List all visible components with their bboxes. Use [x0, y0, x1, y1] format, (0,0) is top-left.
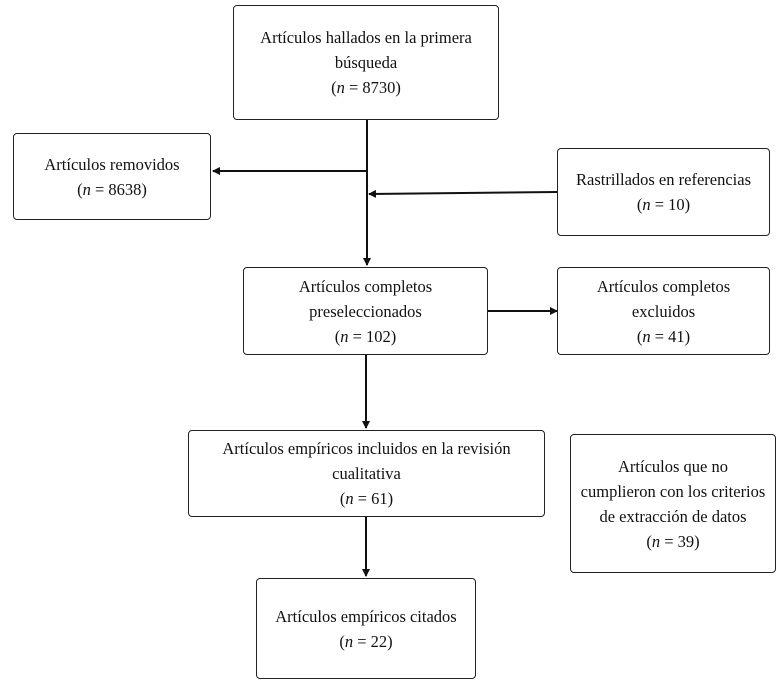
box-preselected-line-2: preseleccionados — [309, 301, 422, 321]
box-removed: Artículos removidos (n = 8638) — [13, 133, 211, 220]
box-references: Rastrillados en referencias (n = 10) — [557, 148, 770, 236]
box-initial-search: Artículos hallados en la primera búsqued… — [233, 5, 499, 120]
box-cited-line-1: Artículos empíricos citados — [275, 606, 457, 626]
box-not-meeting-line-2: cumplieron con los criterios — [580, 481, 766, 501]
box-cited-count: (n = 22) — [339, 631, 393, 651]
box-preselected: Artículos completos preseleccionados (n … — [243, 267, 488, 355]
box-preselected-line-1: Artículos completos — [298, 276, 433, 296]
box-not-meeting-criteria: Artículos que no cumplieron con los crit… — [570, 434, 776, 573]
box-cited: Artículos empíricos citados (n = 22) — [256, 578, 476, 679]
box-excluded: Artículos completos excluidos (n = 41) — [557, 267, 770, 355]
box-not-meeting-line-3: de extracción de datos — [599, 506, 747, 526]
box-initial-count: (n = 8730) — [331, 78, 401, 97]
box-initial-line-2: búsqueda — [334, 53, 398, 72]
arrow-references-to-main — [368, 189, 558, 198]
box-excluded-line-2: excluidos — [631, 301, 696, 321]
box-removed-line-1: Artículos removidos — [44, 154, 180, 174]
box-references-count: (n = 10) — [636, 195, 691, 214]
box-included: Artículos empíricos incluidos en la revi… — [188, 430, 545, 517]
box-included-line-2: cualitativa — [332, 464, 401, 483]
box-references-line-1: Rastrillados en referencias — [575, 170, 751, 189]
box-excluded-count: (n = 41) — [636, 326, 691, 346]
box-initial-line-1: Artículos hallados en la primera — [260, 28, 472, 47]
box-not-meeting-count: (n = 39) — [646, 531, 700, 551]
box-preselected-count: (n = 102) — [334, 326, 397, 346]
box-included-count: (n = 61) — [339, 489, 394, 508]
box-included-line-1: Artículos empíricos incluidos en la revi… — [222, 439, 511, 458]
box-removed-count: (n = 8638) — [77, 179, 147, 199]
box-not-meeting-line-1: Artículos que no — [618, 456, 728, 476]
box-excluded-line-1: Artículos completos — [596, 276, 731, 296]
